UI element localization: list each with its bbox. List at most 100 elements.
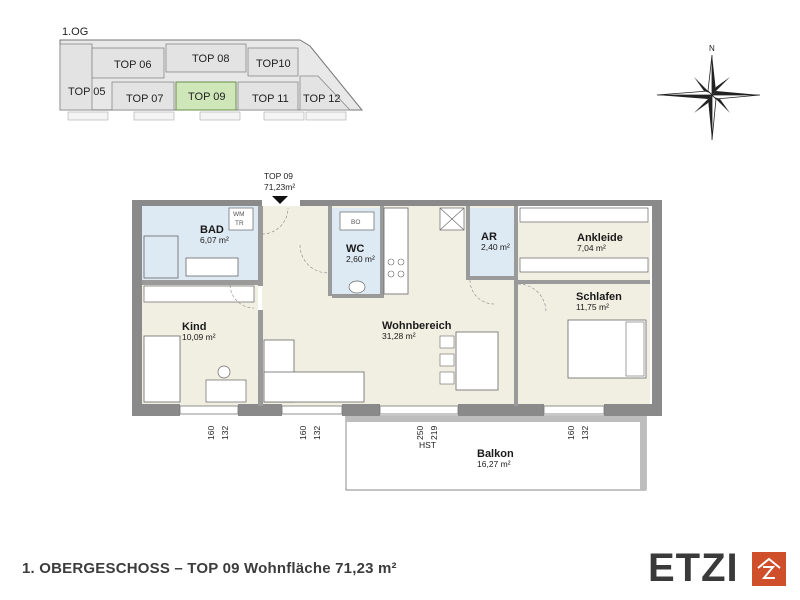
desk-chair (217, 365, 231, 379)
dimension-height: 160 (206, 426, 216, 440)
keyplan-unit-top08[interactable] (165, 43, 247, 73)
bed (143, 335, 181, 403)
wall (466, 206, 470, 278)
room-balkon-name: Balkon (477, 448, 514, 460)
keyplan-unit-top05[interactable] (59, 43, 93, 111)
keyplan-label-top07: TOP 07 (126, 93, 164, 105)
wall (258, 310, 263, 406)
window (281, 405, 343, 415)
wall (132, 200, 262, 206)
dimension-height: 160 (566, 426, 576, 440)
entrance-area: 71,23m² (264, 182, 295, 192)
keyplan-balcony (305, 111, 347, 121)
keyplan-unit-top06[interactable] (91, 47, 165, 79)
keyplan-unit-top11[interactable] (237, 81, 299, 111)
keyplan-label-top06: TOP 06 (114, 59, 152, 71)
door-swing (517, 283, 547, 313)
room-wohnbereich-area: 31,28 m² (382, 331, 416, 341)
wc-fixture (339, 211, 375, 231)
keyplan-unit-top07[interactable] (111, 81, 175, 111)
room-wc-area: 2,60 m² (346, 254, 375, 264)
keyplan-floor-label: 1.OG (62, 26, 88, 38)
dimension-width: 132 (312, 426, 322, 440)
wall (258, 206, 263, 286)
sink (185, 257, 239, 277)
balkon-railing (346, 416, 646, 422)
dimension-note: HST (419, 440, 436, 450)
dimension-width: 132 (580, 426, 590, 440)
wardrobe (143, 285, 255, 303)
keyplan-unit-top10[interactable] (247, 47, 299, 77)
room-ankleide-area: 7,04 m² (577, 243, 606, 253)
room-bad-name: BAD (200, 224, 224, 236)
chair (439, 335, 455, 349)
keyplan-label-top12: TOP 12 (303, 93, 341, 105)
room-ankleide-name: Ankleide (577, 232, 623, 244)
entrance-arrow-icon (272, 196, 288, 204)
dimension-height: 160 (298, 426, 308, 440)
shower (143, 235, 179, 279)
door-swing (229, 284, 255, 309)
keyplan-unit-top12[interactable] (299, 75, 351, 111)
stove (397, 258, 405, 266)
balkon-railing (640, 416, 646, 490)
chair (439, 353, 455, 367)
wall (514, 206, 518, 406)
brand-logo-icon (752, 552, 786, 586)
compass-icon: N (656, 44, 761, 141)
room-ar-area: 2,40 m² (481, 242, 510, 252)
dimension-width: 219 (429, 426, 439, 440)
apartment-plan: WM TR BO (132, 171, 662, 491)
kitchen-counter (383, 207, 409, 295)
window (379, 405, 459, 415)
keyplan-unit-top09[interactable] (175, 81, 237, 111)
wall (142, 280, 258, 285)
room-schlafen-area: 11,75 m² (576, 302, 609, 312)
chair (439, 371, 455, 385)
room-schlafen-name: Schlafen (576, 291, 622, 303)
compass-north-label: N (709, 44, 715, 53)
keyplan-balcony (263, 111, 305, 121)
keyplan-balcony (199, 111, 241, 121)
room-bad-area: 6,07 m² (200, 235, 229, 245)
wc-tag-bo: BO (351, 219, 360, 226)
bad-tag-wm: WM (233, 211, 245, 218)
balkon-outline (345, 415, 647, 491)
keyplan-label-top11: TOP 11 (252, 93, 289, 105)
keyplan-label-top08: TOP 08 (192, 53, 230, 65)
wall (652, 200, 662, 410)
room-ar-name: AR (481, 231, 497, 243)
keyplan-balcony (67, 111, 109, 121)
dining-table (455, 331, 499, 391)
entrance-label: TOP 09 (264, 171, 293, 181)
sofa (263, 371, 365, 403)
toilet (348, 280, 366, 294)
dimension-height: 250 (415, 426, 425, 440)
wall (380, 206, 384, 298)
washing-machine (228, 207, 254, 231)
window (543, 405, 605, 415)
brand-wordmark: ETZI (648, 546, 739, 590)
ar-floor (470, 208, 514, 276)
wall (238, 404, 282, 416)
wardrobe (519, 257, 649, 273)
wardrobe (519, 207, 649, 223)
keyplan-label-top09: TOP 09 (188, 91, 226, 103)
room-kind-name: Kind (182, 321, 206, 333)
bad-tag-tr: TR (235, 220, 244, 227)
wall (132, 404, 180, 416)
keyplan-label-top10: TOP10 (256, 58, 291, 70)
room-balkon-area: 16,27 m² (477, 459, 511, 469)
wall (132, 200, 142, 410)
key-plan: 1.OG TOP 05 TOP 06 TOP 07 TOP 08 TOP 09 … (59, 26, 364, 121)
keyplan-label-top05: TOP 05 (68, 86, 106, 98)
room-kind-area: 10,09 m² (182, 332, 216, 342)
wall (466, 276, 518, 280)
wall (458, 404, 544, 416)
wall (328, 206, 332, 296)
wall (300, 200, 662, 206)
wall (342, 404, 380, 416)
wall (518, 280, 650, 284)
stove (397, 270, 405, 278)
